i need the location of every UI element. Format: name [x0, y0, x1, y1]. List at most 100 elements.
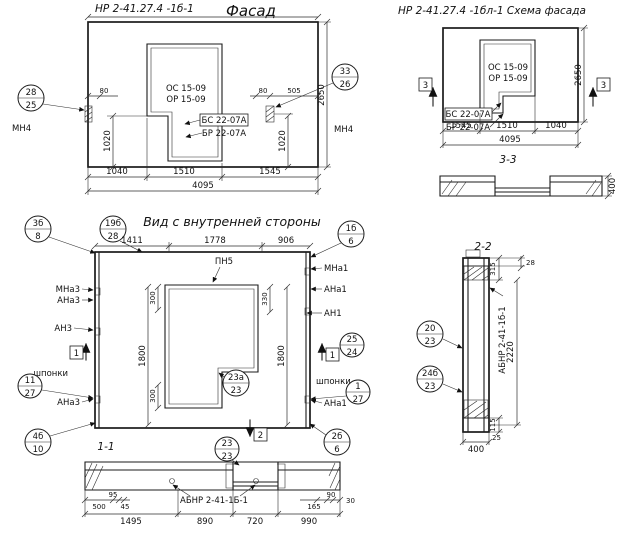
facade-mn4-left: МН4 — [12, 124, 31, 134]
facade-insert-left — [84, 105, 93, 123]
pos-bot: 27 — [25, 389, 36, 399]
hatch-lines — [463, 400, 489, 419]
dim-505: 505 — [287, 87, 300, 95]
ext-lines — [168, 242, 263, 252]
dim-1495: 1495 — [120, 517, 142, 527]
dim-300-top: 300 — [149, 291, 157, 304]
dim-lines — [88, 16, 328, 192]
dim-2220: 2220 — [506, 341, 516, 363]
dim-906: 906 — [278, 236, 294, 246]
facade-drawing: НР 2-41.27.4 -1б-1 Фасад ОС 15-09 ОР 15-… — [12, 2, 359, 195]
dim-25: 25 — [492, 434, 501, 442]
inner-panel-edges — [98, 251, 307, 429]
label-mna1: МНа1 — [324, 264, 348, 274]
dim-890: 890 — [197, 517, 213, 527]
dim-1040: 1040 — [545, 121, 567, 131]
facade-br-label: БР 22-07А — [202, 129, 246, 139]
pos-top: 23а — [228, 373, 244, 383]
label-leader — [310, 398, 323, 404]
facade-or-label: ОР 15-09 — [166, 95, 205, 105]
pos-top: 20 — [425, 324, 436, 334]
pos-bot: 23 — [425, 382, 436, 392]
pos-leader — [119, 240, 143, 253]
bottom-block — [463, 399, 489, 419]
section-1-label-left: 1 — [74, 349, 79, 359]
label-ana1-bot: АНа1 — [324, 399, 347, 409]
hatch-lines — [84, 106, 93, 123]
pos-top: 33 — [340, 67, 351, 77]
section-3-flag-left — [418, 77, 433, 92]
hatch-lines — [84, 462, 341, 491]
facade-title-code: НР 2-41.27.4 -1б-1 — [95, 3, 194, 15]
pos-leader — [275, 82, 334, 108]
abnr-leader-left — [172, 484, 191, 497]
ext-lines — [84, 490, 341, 517]
pos-bot: 6 — [348, 237, 353, 247]
dim-28: 28 — [526, 259, 535, 267]
facade-bs-leader — [184, 119, 201, 126]
scheme-or-label: ОР 15-09 — [488, 74, 527, 84]
section-2-2-outline — [462, 257, 490, 433]
dim-300-bot: 300 — [149, 389, 157, 402]
label-ana3-top: АНа3 — [57, 296, 80, 306]
inner-opening-outline — [164, 284, 259, 409]
pos-top: 25 — [347, 335, 358, 345]
scheme-br-leader — [489, 113, 504, 128]
abnr-leader — [489, 287, 504, 297]
pos-bot: 24 — [347, 348, 358, 358]
dim-1545: 1545 — [450, 121, 472, 131]
pos-top: 24б — [422, 369, 438, 379]
dim-1545: 1545 — [259, 167, 281, 177]
pos-bot: 27 — [353, 395, 364, 405]
section-1-flag-left — [69, 345, 84, 360]
facade-title-word: Фасад — [226, 2, 276, 20]
label-ana1-top: АНа1 — [324, 285, 347, 295]
hatch-lines — [265, 105, 275, 123]
dim-2650: 2650 — [574, 64, 584, 86]
dim-1510: 1510 — [173, 167, 195, 177]
dim-400: 400 — [608, 178, 618, 194]
inner-panel-outline — [94, 251, 311, 429]
pos-top: 2б — [332, 432, 343, 442]
ext-lines — [442, 27, 588, 148]
facade-mn4-right: МН4 — [334, 125, 353, 135]
pos-top: 3б — [33, 219, 44, 229]
dim-315: 315 — [489, 262, 497, 275]
dim-90: 90 — [327, 491, 336, 499]
dim-1411: 1411 — [121, 236, 143, 246]
section-3-3-title: 3-3 — [499, 154, 516, 166]
dim-720: 720 — [247, 517, 263, 527]
facade-opening-frame — [150, 47, 219, 158]
section-2-2-layers — [462, 257, 490, 433]
facade-br-leader — [185, 132, 203, 139]
facade-panel-outline — [87, 21, 319, 168]
section-1-1-title: 1-1 — [97, 441, 114, 453]
scheme-panel-outline — [442, 27, 579, 123]
ext-lines — [602, 175, 612, 197]
dim-4095: 4095 — [192, 181, 214, 191]
section-2-2: 2-2 АБНР 2-41-1б-1 20 23 24б 23 28 315 2… — [416, 241, 535, 455]
label-shponki-left: шпонки — [33, 369, 68, 379]
section-1-flag-right — [325, 347, 340, 362]
dim-80-right: 80 — [259, 87, 268, 95]
pos-top: 28 — [26, 88, 37, 98]
hatch-lines — [463, 266, 489, 281]
scheme-title: НР 2-41.27.4 -1бл-1 Схема фасада — [398, 5, 586, 17]
pos-leader — [49, 422, 96, 437]
pos-top: 23 — [222, 439, 233, 449]
pos-bot: 28 — [108, 232, 119, 242]
inner-opening-frame — [168, 288, 255, 405]
pos-leader — [231, 459, 240, 466]
pos-bot: 23 — [231, 386, 242, 396]
section-3-3-profile — [439, 175, 603, 197]
key-notches — [95, 267, 310, 404]
top-tab — [465, 249, 481, 258]
abnr-leader-right — [239, 484, 256, 497]
section-3-3: 3-3 400 — [439, 154, 618, 200]
ext-lines — [462, 257, 525, 445]
dim-400: 400 — [468, 445, 484, 455]
dim-4095: 4095 — [499, 135, 521, 145]
label-leader — [73, 327, 94, 332]
